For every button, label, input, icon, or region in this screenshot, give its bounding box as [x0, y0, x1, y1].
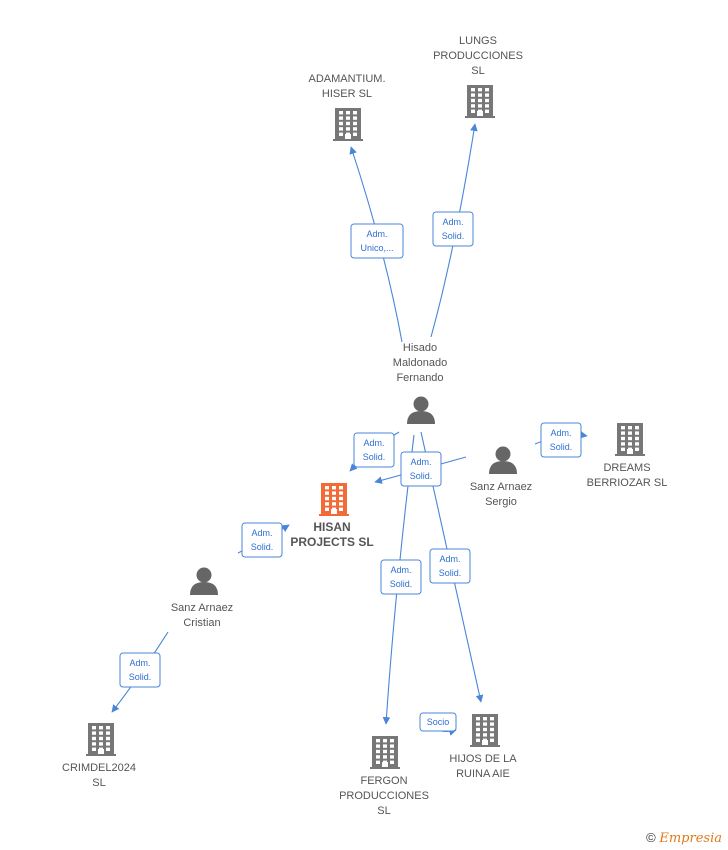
relation-badge-text: Solid.: [550, 442, 573, 452]
relation-badge-text: Solid.: [390, 579, 413, 589]
relation-badge-box: [400, 451, 442, 487]
relation-badge-text: Adm.: [390, 565, 411, 575]
node-label-line: HISER SL: [322, 88, 372, 100]
node-label-line: Sanz Arnaez: [470, 481, 532, 493]
node-label-line: Hisado: [403, 342, 437, 354]
node-label-line: DREAMS: [603, 462, 650, 474]
node-fergon[interactable]: FERGON PRODUCCIONES SL: [339, 736, 429, 817]
node-label-line: PRODUCCIONES: [339, 790, 429, 802]
relation-badge[interactable]: Adm. Unico,...: [350, 223, 404, 259]
node-label-line: BERRIOZAR SL: [587, 477, 668, 489]
watermark: © Empresia: [646, 830, 722, 846]
node-label-line: SL: [92, 777, 105, 789]
building-icon: [370, 736, 400, 769]
relation-badge[interactable]: Adm. Solid.: [119, 652, 161, 688]
relation-badge-text: Solid.: [442, 231, 465, 241]
node-adamantium[interactable]: ADAMANTIUM. HISER SL: [309, 73, 386, 141]
node-hijos[interactable]: HIJOS DE LA RUINA AIE: [449, 714, 517, 780]
relation-badge-box: [241, 522, 283, 558]
node-label-line: FERGON: [360, 775, 407, 787]
relation-badge-text: Adm.: [251, 528, 272, 538]
node-label-line: PROJECTS SL: [290, 535, 373, 549]
relation-badge-box: [119, 652, 161, 688]
brand-name: Empresia: [659, 831, 722, 846]
relation-badge[interactable]: Adm. Solid.: [380, 559, 422, 595]
node-label-line: SL: [377, 805, 390, 817]
relation-badge-box: [380, 559, 422, 595]
relation-badge-text: Adm.: [363, 438, 384, 448]
relation-badge-box: [432, 211, 474, 247]
node-label-line: SL: [471, 65, 484, 77]
building-icon: [333, 108, 363, 141]
node-label-line: Sanz Arnaez: [171, 602, 233, 614]
relation-badge[interactable]: Adm. Solid.: [432, 211, 474, 247]
copyright-symbol: ©: [646, 830, 656, 845]
person-icon: [190, 567, 218, 595]
node-label-line: HISAN: [313, 520, 350, 534]
node-label: FERGON PRODUCCIONES SL: [339, 775, 429, 817]
building-icon: [615, 423, 645, 456]
node-dreams[interactable]: DREAMS BERRIOZAR SL: [587, 423, 668, 489]
node-label: DREAMS BERRIOZAR SL: [587, 462, 668, 489]
building-icon: [86, 723, 116, 756]
node-label-line: Maldonado: [393, 357, 447, 369]
node-label: ADAMANTIUM. HISER SL: [309, 73, 386, 100]
relation-badge-text: Socio: [427, 717, 450, 727]
relation-badge-text: Solid.: [363, 452, 386, 462]
node-label-line: Fernando: [396, 372, 443, 384]
relation-badge[interactable]: Adm. Solid.: [540, 422, 582, 458]
relation-badge-text: Adm.: [129, 658, 150, 668]
relation-badge[interactable]: Socio: [419, 712, 457, 732]
node-label-line: ADAMANTIUM.: [309, 73, 386, 85]
relation-badge-text: Solid.: [410, 471, 433, 481]
relation-badge-text: Solid.: [251, 542, 274, 552]
relation-badge-text: Adm.: [439, 554, 460, 564]
relation-badge[interactable]: Adm. Solid.: [429, 548, 471, 584]
building-icon: [465, 85, 495, 118]
node-lungs[interactable]: LUNGS PRODUCCIONES SL: [433, 35, 523, 118]
node-label-line: PRODUCCIONES: [433, 50, 523, 62]
node-label-line: LUNGS: [459, 35, 497, 47]
person-icon: [489, 446, 517, 474]
relation-badge-text: Solid.: [439, 568, 462, 578]
building-icon: [319, 483, 349, 516]
relation-badge-box: [350, 223, 404, 259]
building-icon: [470, 714, 500, 747]
node-label-line: Sergio: [485, 496, 517, 508]
relation-badge-box: [353, 432, 395, 468]
relation-badge-text: Adm.: [550, 428, 571, 438]
person-icon: [407, 396, 435, 424]
node-label-line: Cristian: [183, 617, 220, 629]
node-label-line: HIJOS DE LA: [449, 753, 517, 765]
relation-badge-text: Adm.: [442, 217, 463, 227]
relation-badge-box: [429, 548, 471, 584]
relation-badge-box: [419, 712, 457, 732]
relation-badge-text: Adm.: [366, 229, 387, 239]
node-label: LUNGS PRODUCCIONES SL: [433, 35, 523, 77]
node-label-line: RUINA AIE: [456, 768, 510, 780]
relation-badge[interactable]: Adm. Solid.: [241, 522, 283, 558]
relation-badge-text: Adm.: [410, 457, 431, 467]
node-label-line: CRIMDEL2024: [62, 762, 136, 774]
relation-badge-text: Solid.: [129, 672, 152, 682]
node-label: HIJOS DE LA RUINA AIE: [449, 753, 517, 780]
relation-badge-text: Unico,...: [360, 243, 393, 253]
relation-badge[interactable]: Adm. Solid.: [400, 451, 442, 487]
relation-badge[interactable]: Adm. Solid.: [353, 432, 395, 468]
relation-badge-box: [540, 422, 582, 458]
